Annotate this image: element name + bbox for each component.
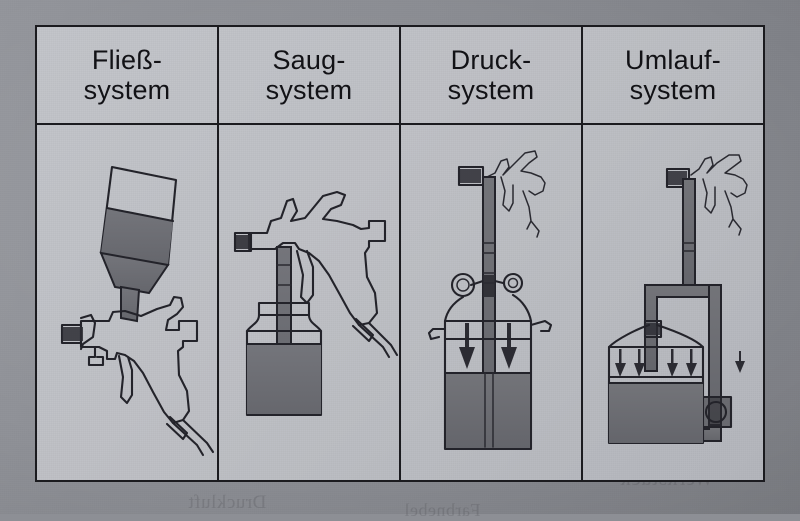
paint-fill [446,373,530,448]
riser-tube [682,178,696,286]
pressure-gauge-right [502,272,524,294]
header-line-1: Saug- [272,44,346,75]
header-line-1: Umlauf- [625,44,721,75]
figure-diagram-row [37,125,763,480]
air-hose [171,418,215,457]
paint-fill [101,208,173,265]
paint-cup-top [99,165,178,295]
spray-gun [457,150,546,238]
diagram-cell-umlaufsystem [581,125,763,480]
circulation-system-diagram [607,154,748,445]
nozzle [459,169,481,183]
arrow-down [459,323,475,369]
gravity-feed-spray-gun-diagram [60,165,215,457]
cup-cone [99,251,170,295]
column-header-drucksystem: Druck- system [399,27,581,123]
spray-gun-body [60,295,215,457]
header-line-2: system [629,75,717,105]
circulation-arrows [615,349,745,377]
nozzle-ring [79,313,97,351]
column-header-saugsystem: Saug- system [217,27,399,123]
header-line-1: Druck- [450,44,532,75]
paint-fill [609,383,703,443]
pressure-regulator-block [450,272,524,298]
air-connection-right [529,319,553,333]
header-line-1: Fließ- [91,44,163,75]
column-header-umlaufsystem: Umlauf- system [581,27,763,123]
diagram-cell-drucksystem [399,125,581,480]
trigger [117,354,134,405]
air-connection-left [427,327,447,341]
header-line-2: system [447,75,535,105]
air-hose [357,321,399,359]
spray-gun [665,154,748,236]
arrow-down-outside [735,351,745,373]
feed-stem [120,285,141,323]
header-line-2: system [265,75,353,105]
pump [699,395,733,429]
pressure-tank [443,337,533,451]
suction-feed-spray-gun-diagram [233,190,399,417]
arrow-down [634,349,645,377]
arrow-down [615,349,626,377]
arrow-down [686,349,697,377]
header-line-2: system [83,75,171,105]
pressure-feed-system-diagram [427,150,553,451]
paint-fill [247,344,321,414]
diagram-cell-saugsystem [217,125,399,480]
spray-systems-figure: Fließ- system Saug- system Druck- system… [35,25,765,482]
column-header-fliesssystem: Fließ- system [37,27,217,123]
trigger [295,249,315,305]
paint-cup-bottom [245,301,323,417]
nozzle [235,235,251,249]
diagram-cell-fliesssystem [37,125,217,480]
pressure-arrows [459,323,517,369]
arrow-down [501,323,517,369]
spray-gun-body [233,190,399,359]
figure-header-row: Fließ- system Saug- system Druck- system… [37,27,763,125]
arrow-down [667,349,678,377]
fluid-knob [87,345,105,367]
